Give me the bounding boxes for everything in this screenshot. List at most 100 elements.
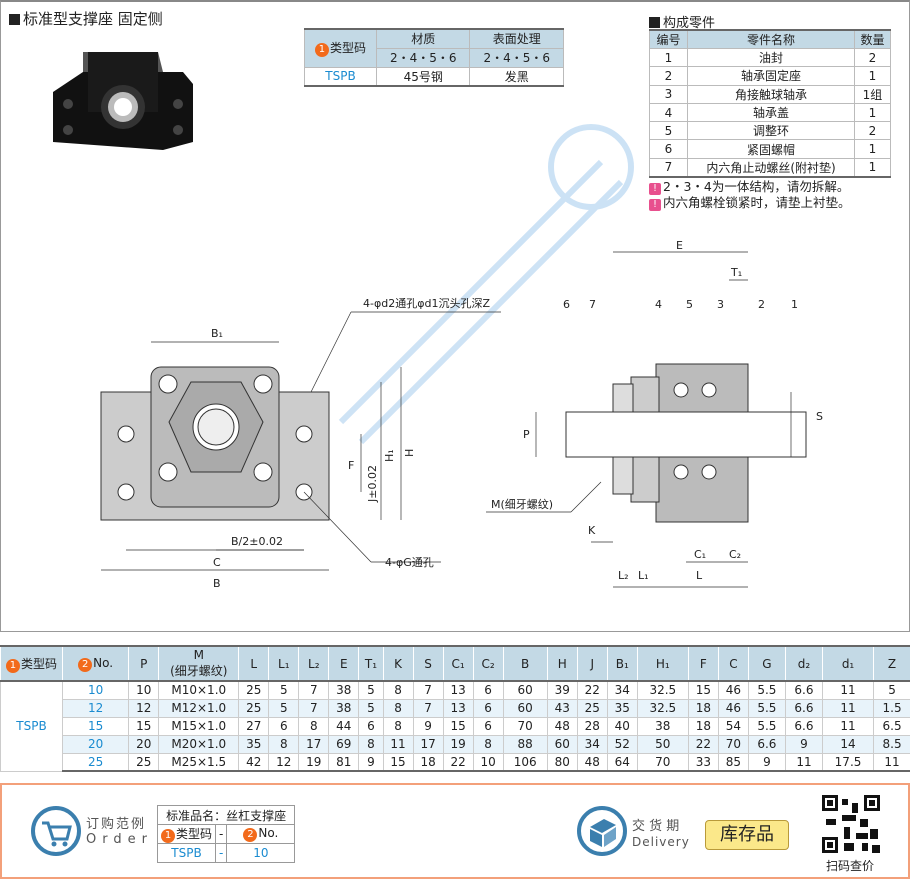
parts-title: 构成零件 [649, 12, 715, 31]
spec-header: E [328, 645, 359, 682]
spec-cell: 32.5 [636, 699, 689, 718]
spec-cell: 6.5 [873, 717, 910, 736]
spec-cell: 20 [128, 735, 159, 754]
svg-text:K: K [588, 524, 596, 537]
spec-cell: 7 [412, 681, 444, 700]
spec-cell: 11 [784, 753, 823, 772]
type-code-cell: TSPB [0, 681, 63, 772]
spec-cell: 38 [328, 699, 359, 718]
spec-cell: 8 [382, 717, 414, 736]
spec-cell: 34 [576, 735, 608, 754]
spec-cell: 27 [238, 717, 269, 736]
spec-cell: 6 [472, 699, 504, 718]
svg-text:4: 4 [655, 298, 662, 311]
spec-cell: 70 [636, 753, 689, 772]
spec-cell: 12 [128, 699, 159, 718]
spec-header: K [382, 645, 414, 682]
spec-cell: 69 [328, 735, 359, 754]
svg-text:P: P [523, 428, 530, 441]
svg-text:3: 3 [717, 298, 724, 311]
spec-cell: 1.5 [873, 699, 910, 718]
spec-cell: 11 [821, 681, 874, 700]
dim-b: B [213, 577, 221, 590]
spec-cell: 38 [636, 717, 689, 736]
spec-header: H [546, 645, 578, 682]
spec-cell: 44 [328, 717, 359, 736]
spec-cell: 106 [502, 753, 548, 772]
spec-header: M (细牙螺纹) [158, 645, 239, 682]
spec-header: F [687, 645, 719, 682]
spec-cell: 5 [873, 681, 910, 700]
svg-text:M(细牙螺纹): M(细牙螺纹) [491, 497, 553, 511]
spec-cell: M15×1.0 [158, 717, 239, 736]
spec-cell: 46 [717, 699, 749, 718]
parts-cell: 内六角止动螺丝(附衬垫) [687, 157, 855, 178]
svg-text:L₁: L₁ [638, 569, 649, 582]
spec-cell: 85 [717, 753, 749, 772]
spec-cell: 8 [382, 681, 414, 700]
spec-header: S [412, 645, 444, 682]
spec-cell: 60 [502, 699, 548, 718]
spec-cell: 38 [328, 681, 359, 700]
dim-b2: B/2±0.02 [231, 535, 283, 548]
spec-cell: 17 [412, 735, 444, 754]
spec-cell: 15 [382, 753, 414, 772]
spec-cell: 32.5 [636, 681, 689, 700]
spec-cell: 7 [412, 699, 444, 718]
spec-cell: 80 [546, 753, 578, 772]
spec-cell: 7 [298, 699, 329, 718]
spec-cell: 15 [687, 681, 719, 700]
dim-h1: H₁ [383, 449, 396, 462]
spec-cell: 43 [546, 699, 578, 718]
spec-cell: 48 [576, 753, 608, 772]
spec-cell: 9 [358, 753, 384, 772]
spec-cell: 12 [61, 699, 129, 718]
spec-cell: 18 [687, 699, 719, 718]
spec-cell: M12×1.0 [158, 699, 239, 718]
notes: !2・3・4为一体结构，请勿拆解。 !内六角螺栓锁紧时，请垫上衬垫。 [649, 179, 851, 211]
spec-cell: 17 [298, 735, 329, 754]
spec-cell: 15 [128, 717, 159, 736]
spec-cell: 17.5 [821, 753, 874, 772]
spec-cell: 8 [382, 699, 414, 718]
technical-drawing: B₁ 4-φd2通孔φd1沉头孔深Z F J±0.02 H₁ H B/2±0.0… [100, 124, 823, 590]
spec-cell: 5.5 [747, 681, 786, 700]
spec-cell: 8 [472, 735, 504, 754]
spec-cell: 6 [268, 717, 299, 736]
spec-cell: 9 [412, 717, 444, 736]
spec-cell: 8 [268, 735, 299, 754]
product-photo [53, 52, 193, 150]
spec-cell: 33 [687, 753, 719, 772]
warning-icon: ! [649, 199, 661, 211]
spec-header: C₁ [442, 645, 474, 682]
spec-cell: 5 [358, 699, 384, 718]
spec-cell: 60 [546, 735, 578, 754]
spec-header: H₁ [636, 645, 689, 682]
spec-header: C [717, 645, 749, 682]
spec-cell: 25 [238, 681, 269, 700]
spec-cell: 14 [821, 735, 874, 754]
spec-cell: 10 [61, 681, 129, 700]
spec-header: Z [873, 645, 910, 682]
spec-cell: 25 [128, 753, 159, 772]
svg-text:2: 2 [758, 298, 765, 311]
stock-badge: 库存品 [705, 820, 789, 850]
parts-cell: 1 [854, 139, 891, 159]
svg-text:L: L [696, 569, 703, 582]
svg-text:C₂: C₂ [729, 548, 741, 561]
side-view [486, 251, 807, 588]
spec-cell: 6.6 [784, 699, 823, 718]
svg-text:E: E [676, 239, 683, 252]
spec-cell: 28 [576, 717, 608, 736]
qr-code[interactable] [822, 795, 880, 853]
